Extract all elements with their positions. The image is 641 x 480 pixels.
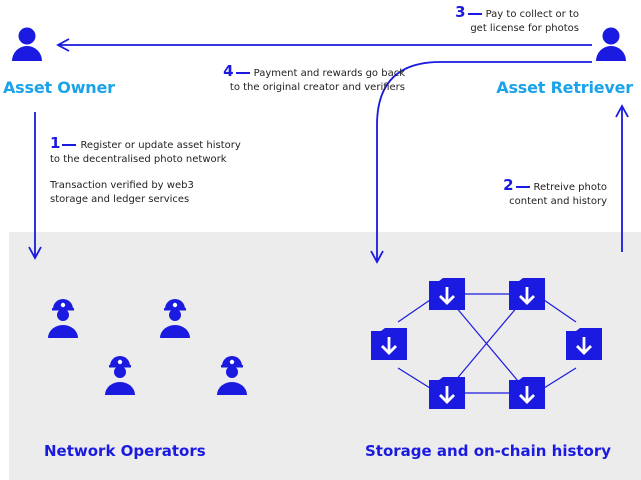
step-1-line-1: Register or update asset history [80, 140, 241, 151]
storage-folder-icon [507, 375, 547, 411]
network-operators-title: Network Operators [44, 442, 206, 460]
network-panel [9, 232, 641, 480]
asset-retriever-icon [596, 27, 626, 61]
step-2-line-2: content and history [509, 196, 607, 207]
asset-retriever-label: Asset Retriever [496, 78, 633, 97]
step-dash [515, 186, 530, 188]
asset-owner-label: Asset Owner [3, 78, 115, 97]
step-4-line-2: to the original creator and verifiers [229, 82, 405, 93]
storage-network-links [397, 293, 577, 394]
step-3-number: 3 [455, 3, 466, 21]
step-2-line-1: Retreive photo [533, 182, 608, 193]
step-3-line-2: get license for photos [470, 23, 579, 34]
step-dash [235, 72, 250, 74]
step-dash [62, 144, 77, 146]
step-2-number: 2 [503, 176, 514, 194]
step-3-line-1: Pay to collect or to [485, 9, 579, 20]
verification-note-line-2: storage and ledger services [50, 194, 190, 205]
step-2-annotation: 2 Retreive photo content and history [503, 178, 607, 209]
step-4-annotation: 4 Payment and rewards go back to the orig… [223, 64, 405, 95]
step-1-line-2: to the decentralised photo network [50, 154, 227, 165]
step-dash [467, 13, 482, 15]
step-4-number: 4 [223, 62, 234, 80]
storage-history-title: Storage and on-chain history [365, 442, 612, 460]
step-1-annotation: 1 Register or update asset history to the… [50, 136, 241, 207]
step-3-annotation: 3 Pay to collect or to get license for ph… [455, 5, 579, 36]
storage-folder-icon [564, 326, 604, 362]
storage-folder-icon [507, 276, 547, 312]
verification-note-line-1: Transaction verified by web3 [50, 180, 194, 191]
step-4-arrow [370, 61, 592, 264]
step-4-line-1: Payment and rewards go back [253, 68, 405, 79]
storage-folder-icon [369, 326, 409, 362]
storage-folder-icon [427, 276, 467, 312]
asset-owner-icon [12, 27, 42, 61]
step-1-number: 1 [50, 134, 61, 152]
storage-folder-icon [427, 375, 467, 411]
